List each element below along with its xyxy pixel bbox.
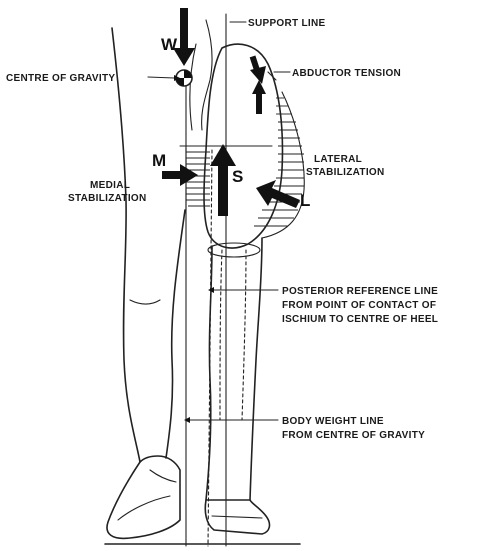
posterior-reference-label-1: POSTERIOR REFERENCE LINE xyxy=(282,286,438,297)
posterior-reference-label-2: FROM POINT OF CONTACT OF xyxy=(282,300,436,311)
lateral-force-label: L xyxy=(300,191,310,210)
body-weight-label-1: BODY WEIGHT LINE xyxy=(282,416,384,427)
support-force-label: S xyxy=(232,167,243,186)
posterior-reference-line xyxy=(208,150,212,546)
medial-force-label: M xyxy=(152,151,166,170)
medial-stabilization-label-1: MEDIAL xyxy=(90,180,130,191)
shoe xyxy=(107,456,180,538)
support-line-label: SUPPORT LINE xyxy=(248,18,326,29)
lateral-stabilization-label-1: LATERAL xyxy=(314,154,362,165)
centre-of-gravity-label: CENTRE OF GRAVITY xyxy=(6,73,115,84)
abductor-tension-label: ABDUCTOR TENSION xyxy=(292,68,401,79)
centre-of-gravity-leader xyxy=(148,77,174,78)
prosthetic-leg xyxy=(190,20,283,534)
posterior-reference-label-3: ISCHIUM TO CENTRE OF HEEL xyxy=(282,314,438,325)
abductor-tension-arrows xyxy=(250,55,276,114)
medial-force-arrow xyxy=(162,164,198,186)
weight-label: W xyxy=(161,35,178,54)
body-weight-label-2: FROM CENTRE OF GRAVITY xyxy=(282,430,425,441)
sound-leg xyxy=(107,28,185,538)
lateral-stabilization-label-2: STABILIZATION xyxy=(306,167,385,178)
medial-stabilization-label-2: STABILIZATION xyxy=(68,193,147,204)
